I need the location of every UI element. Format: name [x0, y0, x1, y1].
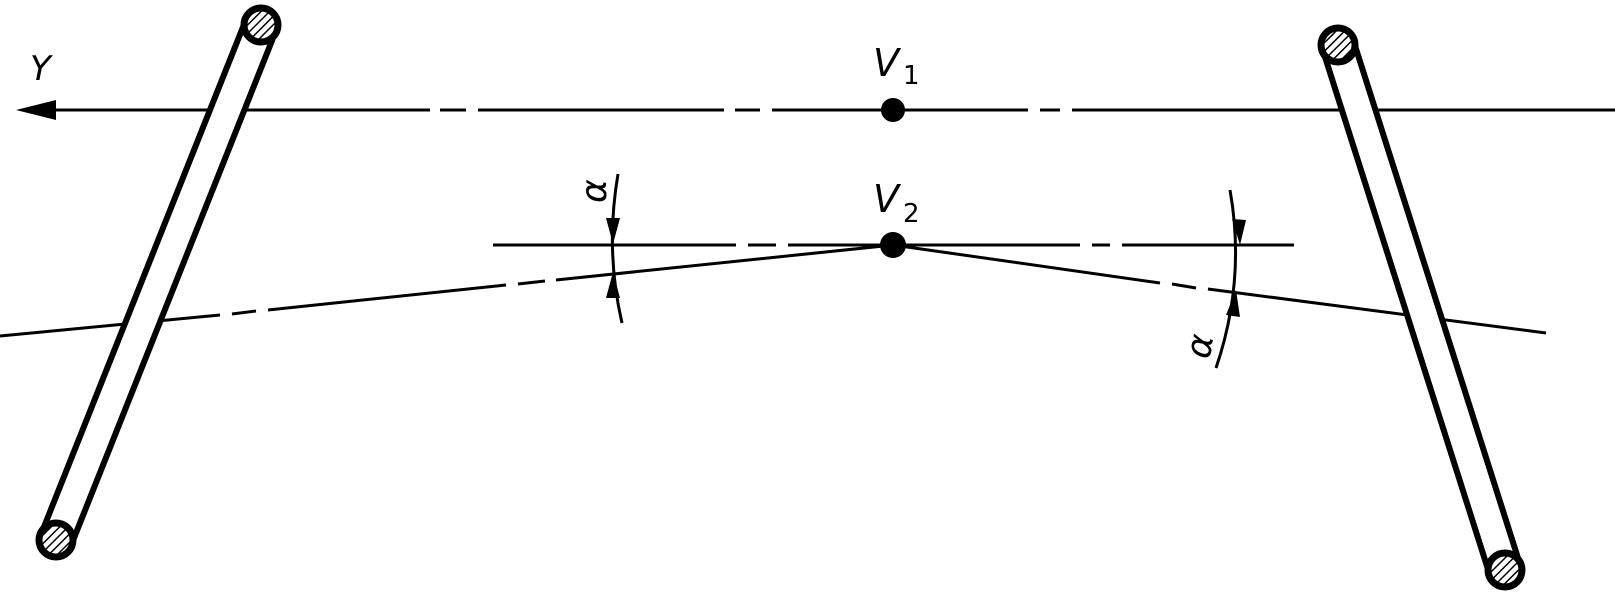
left-angle-arc — [610, 173, 624, 324]
right-angle-arrow-up — [1226, 290, 1240, 317]
left-inclined-segment — [555, 243, 894, 282]
left-inclined-segment — [0, 313, 221, 338]
right-angle-arrow-down — [1232, 219, 1246, 245]
point-v2 — [880, 232, 906, 258]
point-v1-subscript: 1 — [903, 61, 920, 91]
right-inclined-segment — [892, 243, 1161, 285]
right-link-inner — [1325, 32, 1518, 583]
y-axis-arrowhead — [16, 100, 56, 120]
point-v2-label: V — [873, 177, 902, 221]
right-inclined-segment — [1207, 287, 1547, 335]
point-v1-label: V — [873, 41, 902, 85]
left-inclined-segment — [231, 309, 257, 316]
right-inclined-segment — [1171, 282, 1197, 290]
right-inclined-line — [892, 243, 1547, 335]
right-link — [1317, 24, 1526, 591]
left-link — [35, 4, 282, 561]
right-angle-dimension — [1214, 189, 1246, 369]
left-angle-dimension — [606, 173, 624, 324]
left-inclined-segment — [267, 283, 507, 312]
left-link-top-pin — [240, 4, 282, 46]
right-link-bottom-pin — [1484, 549, 1526, 591]
point-v2-subscript: 2 — [903, 199, 920, 229]
left-angle-arrow-down — [606, 218, 620, 244]
right-angle-label: α — [1178, 331, 1223, 362]
left-link-bottom-pin — [35, 519, 77, 561]
y-axis-label: Y — [30, 49, 53, 89]
left-angle-label: α — [574, 179, 615, 203]
left-angle-arrow-up — [606, 272, 620, 298]
left-inclined-line — [0, 243, 894, 338]
left-link-inner — [43, 12, 274, 553]
right-angle-arc — [1214, 189, 1238, 369]
right-link-top-pin — [1317, 24, 1359, 66]
point-v1 — [881, 98, 905, 122]
left-inclined-segment — [517, 279, 546, 286]
